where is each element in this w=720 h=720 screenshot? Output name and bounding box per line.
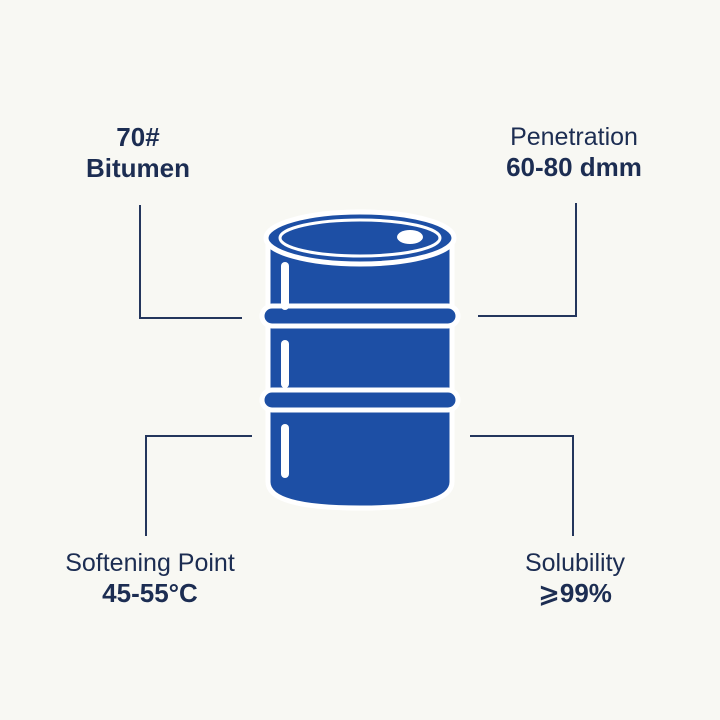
connector-softening-point	[145, 435, 252, 536]
connector-lines	[139, 203, 577, 536]
softening-point-name: Softening Point	[65, 549, 235, 577]
spec-penetration: Penetration 60-80 dmm	[470, 122, 678, 183]
connector-product	[139, 205, 242, 319]
softening-point-value: 45-55°C	[102, 578, 198, 608]
connector-solubility	[470, 435, 574, 536]
penetration-value: 60-80 dmm	[506, 152, 642, 182]
connector-penetration	[478, 203, 577, 317]
spec-softening-point: Softening Point 45-55°C	[40, 548, 260, 609]
barrel-lid-inner	[278, 218, 442, 258]
product-label: 70# Bitumen	[58, 122, 218, 184]
bung-cap	[397, 230, 423, 244]
spec-solubility: Solubility ⩾99%	[490, 548, 660, 609]
product-name: Bitumen	[86, 153, 190, 184]
solubility-value: ⩾99%	[538, 578, 612, 608]
highlight-bottom	[281, 424, 289, 478]
barrel-hoop-upper	[259, 303, 461, 329]
barrel-icon	[259, 209, 461, 511]
product-grade: 70#	[116, 122, 160, 152]
barrel-bottom-section	[265, 399, 455, 511]
highlight-middle	[281, 340, 289, 388]
barrel-hoop-lower	[259, 387, 461, 413]
barrel-highlights	[281, 230, 423, 478]
solubility-name: Solubility	[524, 549, 626, 577]
highlight-top	[281, 262, 289, 310]
penetration-name: Penetration	[510, 123, 638, 151]
